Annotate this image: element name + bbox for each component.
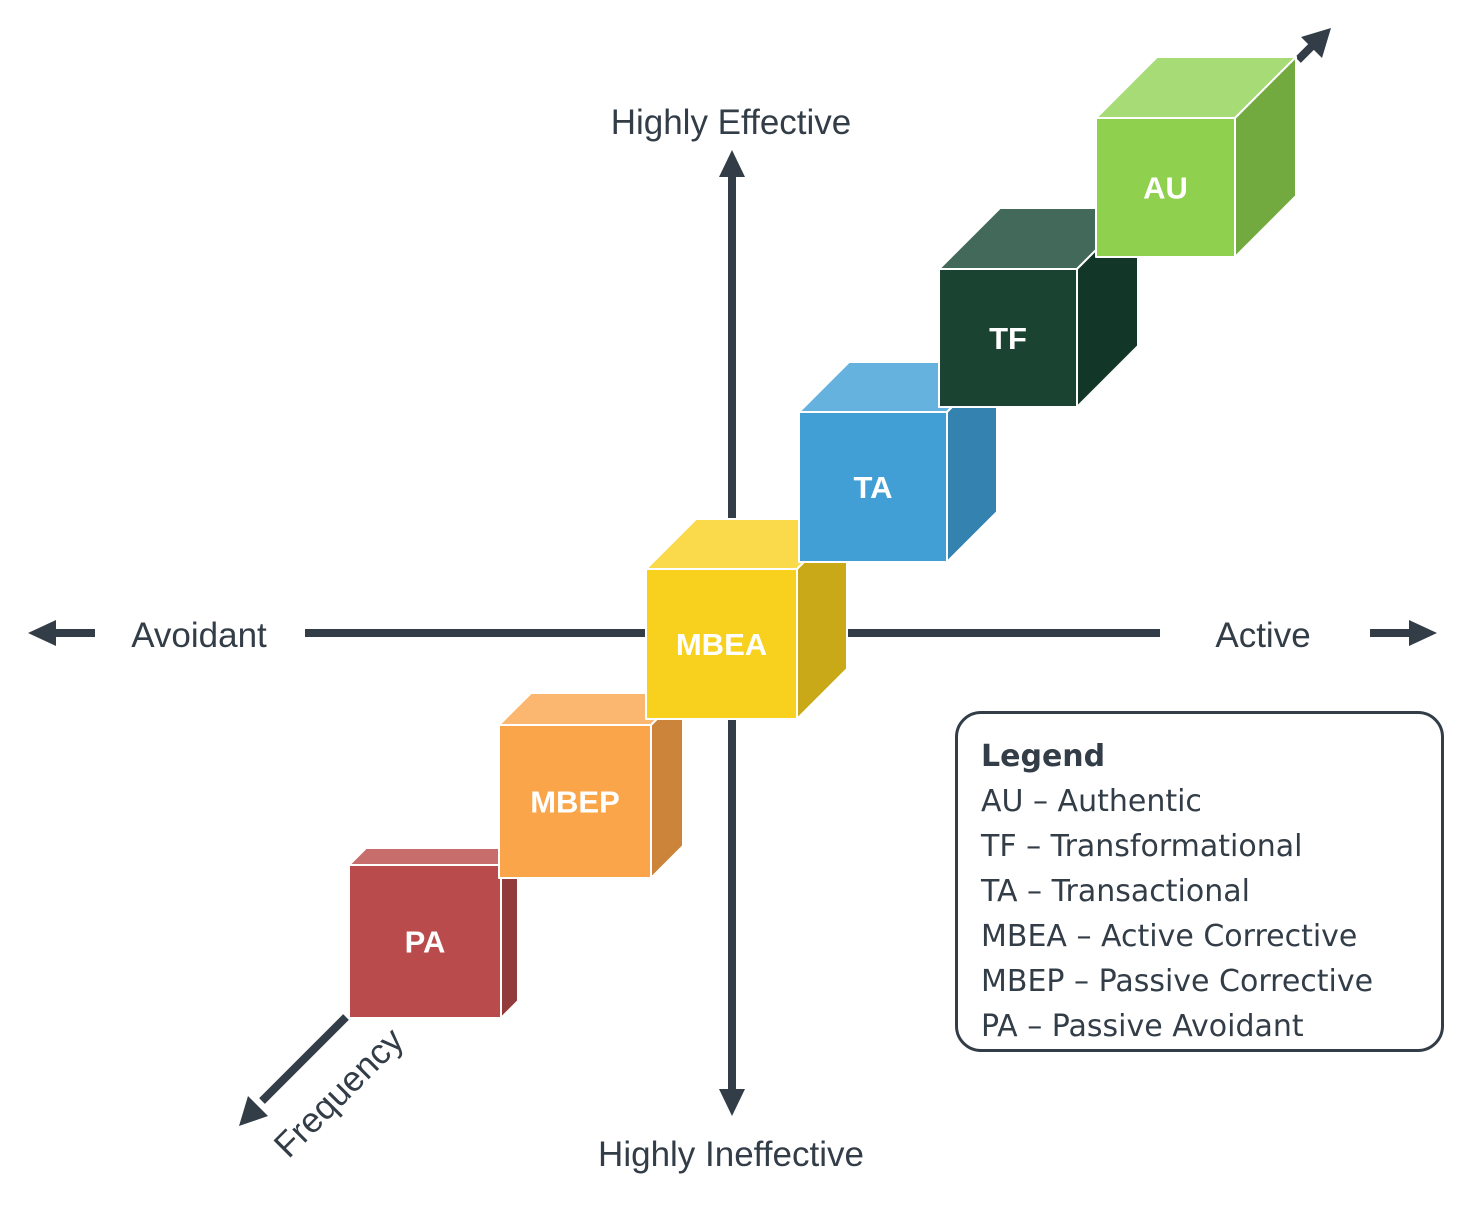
cube-mbep-side-face: [650, 692, 684, 879]
cube-label-tf: TF: [989, 321, 1027, 356]
right-arrow-icon: [1409, 620, 1437, 646]
cube-label-pa: PA: [405, 925, 446, 960]
cubes: PA MBEP MBEA TA TF AU: [348, 56, 1297, 1019]
legend-item-ta: TA – Transactional: [981, 874, 1250, 909]
cube-pa: PA: [348, 847, 519, 1019]
cube-mbep-front-face: [498, 724, 652, 879]
up-arrow-icon: [719, 150, 745, 177]
cube-ta-front-face: [798, 411, 948, 563]
axis-label-bottom: Highly Ineffective: [598, 1135, 864, 1174]
diagonal-up-arrow-icon: [1301, 28, 1331, 58]
legend-item-mbep: MBEP – Passive Corrective: [981, 964, 1374, 999]
cube-label-mbep: MBEP: [530, 785, 620, 820]
cube-pa-top-face: [348, 847, 519, 866]
legend-title: Legend: [981, 739, 1106, 774]
down-arrow-icon: [719, 1089, 745, 1116]
axis-label-frequency: Frequency: [267, 1020, 412, 1165]
cube-au-front-face: [1095, 117, 1236, 258]
cube-tf-front-face: [938, 268, 1078, 408]
cube-label-mbea: MBEA: [676, 627, 767, 662]
frequency-arrow-icon: [239, 1096, 268, 1126]
cube-mbea-front-face: [645, 568, 798, 720]
cube-au: AU: [1095, 56, 1297, 258]
legend-item-mbea: MBEA – Active Corrective: [981, 919, 1358, 954]
cube-mbep: MBEP: [498, 692, 684, 879]
left-arrow-icon: [28, 620, 56, 646]
legend-item-pa: PA – Passive Avoidant: [981, 1009, 1304, 1044]
legend-item-au: AU – Authentic: [981, 784, 1202, 819]
axis-label-right: Active: [1215, 616, 1310, 655]
legend-box: Legend AU – Authentic TF – Transformatio…: [955, 711, 1444, 1052]
cube-mbea: MBEA: [645, 518, 848, 720]
axis-label-top: Highly Effective: [611, 103, 852, 142]
axis-label-left: Avoidant: [131, 616, 267, 655]
axis-lines: [28, 28, 1437, 1126]
cube-label-ta: TA: [853, 470, 892, 505]
diagonal-axis-top-shaft: [1295, 42, 1316, 63]
frequency-axis-shaft: [259, 1014, 349, 1104]
legend-item-tf: TF – Transformational: [981, 829, 1303, 864]
cube-label-au: AU: [1143, 171, 1188, 206]
cube-pa-front-face: [348, 864, 502, 1019]
